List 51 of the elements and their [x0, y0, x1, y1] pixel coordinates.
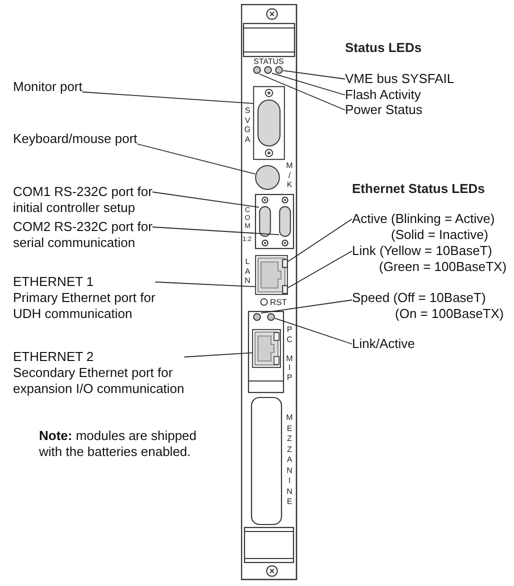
leader-line [136, 144, 256, 174]
ethernet-port [255, 255, 288, 295]
callout-text: Secondary Ethernet port for expansion I/O communication [13, 365, 184, 397]
d-sub-connector [253, 86, 285, 160]
callout-text: Link/Active [352, 336, 415, 352]
leader-line [260, 300, 352, 314]
callout-text: Keyboard/mouse port [13, 131, 138, 147]
leader-line [274, 318, 352, 344]
panel-label: RST [270, 297, 287, 307]
d-sub-connector [259, 206, 271, 237]
callout-text: Monitor port [13, 79, 82, 95]
leader-line [154, 282, 256, 288]
led-indicator [275, 66, 283, 74]
callout-heading: ETHERNET 1 [13, 274, 94, 290]
round-connector [255, 165, 280, 190]
callout-text: Primary Ethernet port for UDH communication [13, 290, 156, 322]
callout-text: Power Status [345, 102, 422, 118]
led-indicator [264, 66, 272, 74]
panel-label: LAN [244, 257, 252, 286]
callout-text: COM1 RS-232C port for initial controller setup [13, 184, 152, 216]
leader-line [282, 70, 346, 80]
ethernet-port [252, 329, 281, 368]
led-indicator [282, 285, 288, 294]
leader-line [152, 192, 260, 208]
panel-label: STATUS [254, 57, 284, 66]
panel-label: MEZZANINE [285, 413, 294, 508]
leader-line [184, 352, 252, 358]
callout-text: Flash Activity [345, 87, 421, 103]
callout-text: Speed (Off = 10BaseT) (On = 100BaseTX) [352, 290, 504, 322]
led-indicator [282, 259, 288, 268]
section-heading: Ethernet Status LEDs [352, 181, 485, 197]
leader-line [288, 250, 352, 288]
leader-line [272, 72, 346, 96]
led-indicator [253, 313, 261, 321]
callout-text: COM2 RS-232C port for serial communication [13, 219, 152, 251]
note-text: Note: modules are shipped with the batteries enabled. [39, 428, 197, 460]
leader-line [152, 226, 280, 236]
leader-line [258, 74, 346, 110]
panel-label: M/K [285, 161, 294, 190]
d-sub-connector [279, 206, 291, 237]
led-indicator [267, 313, 275, 321]
section-heading: Status LEDs [345, 40, 422, 56]
led-indicator [253, 66, 261, 74]
leader-line [82, 92, 254, 104]
callout-heading: ETHERNET 2 [13, 349, 94, 365]
callout-text: Active (Blinking = Active) (Solid = Inactive) [352, 211, 495, 243]
panel-label: PC MIP [285, 325, 294, 382]
callout-text: VME bus SYSFAIL [345, 71, 454, 87]
callout-text: Link (Yellow = 10BaseT) (Green = 100BaseTX) [352, 243, 507, 275]
leader-line [288, 218, 352, 262]
panel-label: SVGA [243, 106, 252, 144]
